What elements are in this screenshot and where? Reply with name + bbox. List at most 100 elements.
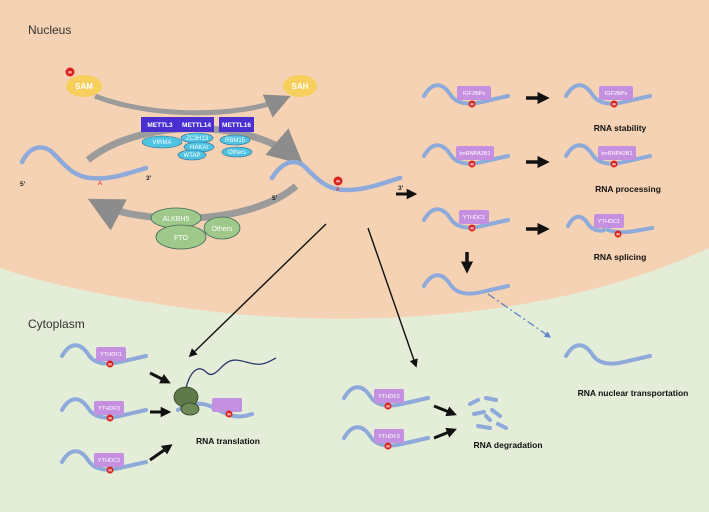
- cofactor-zc3h13-label: ZC3H13: [186, 136, 209, 142]
- eraser-fto-label: FTO: [174, 235, 188, 242]
- ythdc2-rna: YTHDC2 M: [60, 449, 148, 474]
- methylated-adenosine: A: [336, 187, 340, 193]
- reader-igf2bps-after-label: IGF2BPs: [605, 91, 628, 97]
- outcome-nuclear-transportation: RNA nuclear transportation: [578, 388, 689, 398]
- rna-unmethylated: 5' 3' A: [19, 145, 152, 188]
- nascent-peptide: [185, 357, 277, 389]
- writer-mettl16-label: METTL16: [222, 122, 251, 129]
- reader-ythdf3-deg-label: YTHDF3: [378, 434, 400, 440]
- outcome-stability: RNA stability: [594, 123, 647, 133]
- writer-mettl14: [179, 117, 214, 132]
- nucleus-label: Nucleus: [28, 23, 71, 37]
- reader-igf2bps-label: IGF2BPs: [463, 91, 486, 97]
- ythdf1-mark: M: [108, 362, 112, 367]
- hnrnpa2b1-before-mark: M: [470, 162, 474, 167]
- outcome-translation: RNA translation: [196, 436, 260, 446]
- reader-ythdc1-after-label: YTHDC1: [598, 219, 620, 225]
- reader-ythdf1-label: YTHDF1: [100, 352, 122, 358]
- sam-molecule: SAM M: [65, 67, 102, 97]
- cofactor-hakai-label: HAKAI: [190, 145, 208, 151]
- reader-hnrnpa2b1-after-label: hnRNPA2B1: [601, 151, 632, 157]
- igf2bps-after-mark: M: [612, 102, 616, 107]
- arrow-ythdf1-translation: [149, 371, 171, 384]
- rna-methylated: 5' 3' M A: [269, 159, 404, 202]
- sam-label: SAM: [75, 82, 93, 91]
- cofactor-others-label: Others: [228, 150, 246, 156]
- arrow-to-translation: [188, 223, 327, 358]
- writer-mettl14-label: METTL14: [182, 122, 211, 129]
- outcome-degradation: RNA degradation: [473, 440, 542, 450]
- ythdf3-rna-translation: YTHDF3 M: [60, 397, 148, 422]
- cytoplasm-label: Cytoplasm: [28, 317, 85, 331]
- cofactor-virma-label: VIRMA: [152, 140, 171, 146]
- ythdc1-after-mark: M: [616, 232, 620, 237]
- hnrnpa2b1-after: hnRNPA2B1 M: [564, 143, 652, 168]
- methylated-m6a-mark: M A: [333, 176, 343, 193]
- sah-molecule: SAH: [283, 75, 317, 97]
- arrow-to-degradation: [367, 227, 418, 368]
- ythdf3-translation-mark: M: [108, 416, 112, 421]
- reader-hnrnpa2b1-after-box: [598, 146, 636, 160]
- degraded-rna-fragments: [468, 396, 508, 430]
- hnrnpa2b1-before: hnRNPA2B1 M: [422, 143, 510, 168]
- reader-ythdc2-box: [94, 453, 124, 467]
- reader-igf2bps-after-box: [599, 86, 633, 100]
- ythdc1-before-mark: M: [470, 226, 474, 231]
- outcome-processing: RNA processing: [595, 184, 661, 194]
- igf2bps-before: IGF2BPs M: [422, 83, 510, 108]
- writer-mettl16: [219, 117, 254, 132]
- ribosome-small-subunit: [180, 402, 200, 416]
- ythdf2-mark: M: [386, 404, 390, 409]
- arrow-nuclear-transport: [487, 293, 552, 338]
- eraser-others-label: Others: [211, 226, 233, 233]
- reader-ythdf2-label: YTHDF2: [378, 394, 400, 400]
- igf2bps-before-mark: M: [470, 102, 474, 107]
- methylated-three-prime: 3': [398, 185, 404, 192]
- ythdf3-degradation-mark: M: [386, 444, 390, 449]
- igf2bps-after: IGF2BPs M: [564, 83, 652, 108]
- eraser-fto: [155, 224, 207, 250]
- eraser-alkbh5-label: ALKBH5: [163, 216, 190, 223]
- reader-hnrnpa2b1-label: hnRNPA2B1: [459, 151, 490, 157]
- cofactor-rbm15: [219, 134, 251, 146]
- reader-ythdc1-label: YTHDC1: [463, 215, 485, 221]
- reader-ythdc1-box: [459, 210, 489, 224]
- reader-ythdf3-deg-box: [374, 429, 404, 443]
- reader-ythdc1-after-box: [594, 214, 624, 228]
- unmethylated-adenosine: A: [98, 181, 102, 187]
- unmethylated-three-prime: 3': [146, 175, 152, 182]
- cofactor-wtap-label: WTAP: [184, 153, 201, 159]
- ythdc1-after: YTHDC1 M: [566, 214, 654, 238]
- eraser-complex: ALKBH5 FTO Others: [150, 207, 241, 250]
- reader-ythdf2-box: [374, 389, 404, 403]
- writer-mettl3-label: METTL3: [147, 122, 173, 129]
- reader-hnrnpa2b1-box: [456, 146, 494, 160]
- ythdc2-mark: M: [108, 468, 112, 473]
- writer-arc-upper: [94, 93, 291, 118]
- sam-methyl-mark: M: [65, 67, 75, 77]
- reader-ythdc2-label: YTHDC2: [98, 458, 120, 464]
- translation-reader-box: [212, 398, 242, 412]
- cofactor-rbm15-label: RBM15: [225, 138, 246, 144]
- methylated-five-prime: 5': [272, 195, 278, 202]
- cofactor-wtap: [177, 149, 207, 161]
- sam-methyl-text: M: [68, 70, 72, 75]
- ythdf3-rna-degradation: YTHDF3 M: [342, 425, 430, 450]
- eraser-others: [203, 216, 241, 240]
- reader-igf2bps-box: [457, 86, 491, 100]
- cofactor-virma: [141, 135, 183, 149]
- unmethylated-five-prime: 5': [20, 181, 26, 188]
- writer-mettl3: [141, 117, 179, 132]
- translation-mark: M: [227, 412, 231, 417]
- arrow-ythdf2-degradation: [433, 404, 457, 417]
- sah-label: SAH: [292, 82, 309, 91]
- ythdc1-before: YTHDC1 M: [422, 207, 510, 232]
- translation-complex: M: [173, 357, 277, 419]
- arrow-ythdf3-degradation: [433, 427, 457, 440]
- reader-ythdf3-label: YTHDF3: [98, 406, 120, 412]
- methylated-m6a-mark-text: M: [336, 179, 340, 184]
- reader-ythdf3-box: [94, 401, 124, 415]
- ythdf1-rna: YTHDF1 M: [60, 343, 148, 368]
- hnrnpa2b1-after-mark: M: [612, 162, 616, 167]
